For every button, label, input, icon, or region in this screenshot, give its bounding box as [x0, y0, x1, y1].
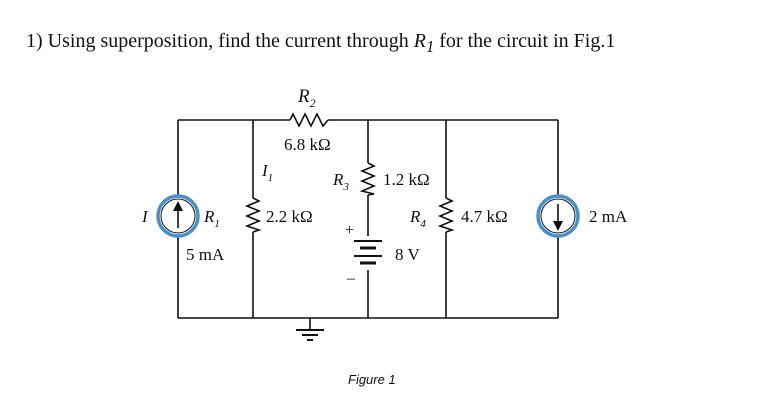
r4-label: R4 — [409, 207, 426, 230]
figure-caption: Figure 1 — [348, 372, 396, 387]
left-source-label: I — [141, 207, 149, 226]
r1-value: 2.2 kΩ — [266, 207, 313, 226]
right-source-value: 2 mA — [589, 207, 628, 226]
battery-symbol — [354, 240, 382, 265]
r3-resistor-symbol — [359, 162, 377, 196]
battery-value: 8 V — [395, 245, 420, 264]
right-current-source — [536, 194, 580, 238]
r4-value: 4.7 kΩ — [461, 207, 508, 226]
question-variable-subscript: 1 — [425, 37, 435, 56]
battery-plus-sign: + — [345, 222, 354, 239]
ground-symbol — [296, 329, 324, 341]
left-source-value: 5 mA — [186, 245, 225, 264]
arrow-up-icon — [173, 201, 183, 211]
question-prefix: 1) Using superposition, find the current… — [26, 30, 414, 52]
i1-label: I1 — [261, 161, 273, 184]
r3-label: R3 — [332, 170, 349, 193]
arrow-down-icon — [553, 221, 563, 231]
r2-resistor-symbol — [289, 112, 329, 128]
left-current-source — [156, 194, 200, 238]
r2-label: R2 — [297, 86, 316, 110]
r3-value: 1.2 kΩ — [383, 170, 430, 189]
r2-value: 6.8 kΩ — [284, 135, 331, 154]
question-variable: R — [413, 30, 426, 52]
battery-minus-sign: – — [346, 270, 356, 287]
r1-resistor-symbol — [244, 197, 262, 233]
question-text: 1) Using superposition, find the current… — [26, 30, 615, 57]
question-suffix: for the circuit in Fig.1 — [434, 30, 616, 52]
r1-label: R1 — [203, 207, 220, 230]
circuit-wires — [177, 112, 559, 330]
r4-resistor-symbol — [437, 197, 455, 233]
